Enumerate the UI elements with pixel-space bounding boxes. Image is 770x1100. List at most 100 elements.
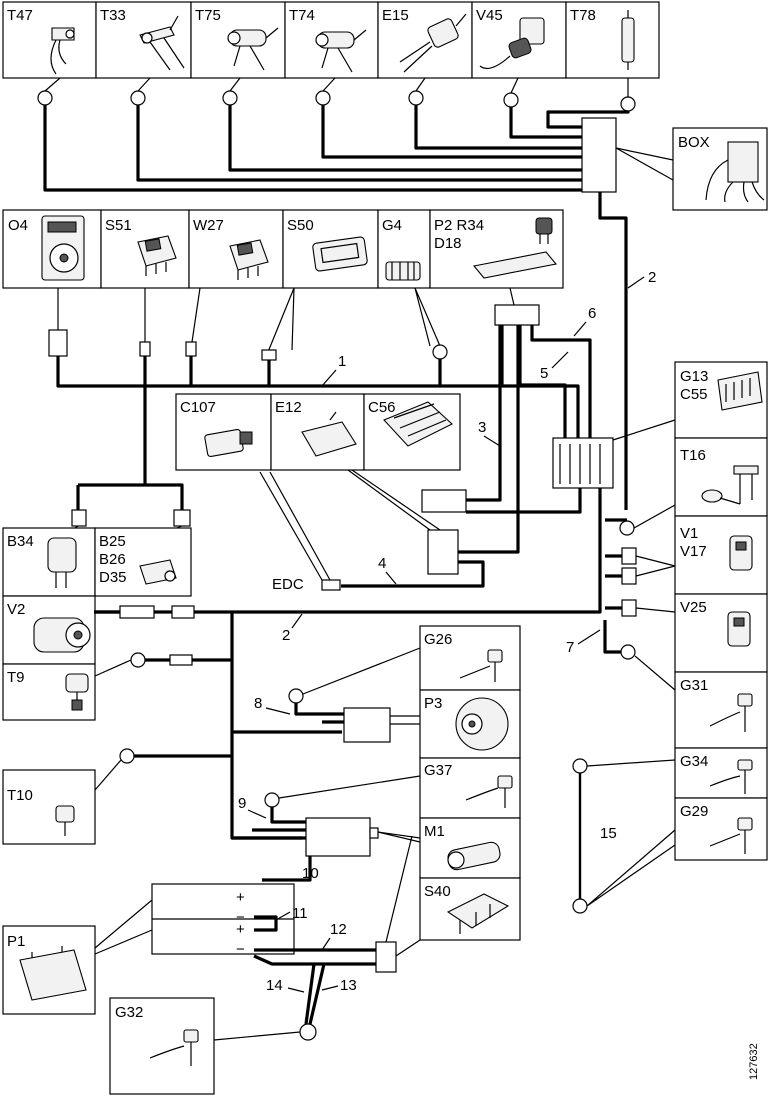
t47-box — [2, 1, 97, 79]
g29-connector — [572, 898, 588, 914]
g34-box — [674, 747, 768, 799]
wire-number-9: 9 — [238, 795, 246, 812]
g4-connector — [432, 344, 448, 360]
t9-label: T9 — [7, 669, 25, 686]
t75-label: T75 — [195, 7, 221, 24]
w27-switch-icon — [229, 239, 269, 280]
second-component-row: O4 S51 W27 S50 G4 P2 R34 D18 — [2, 209, 564, 289]
m1-connector — [305, 817, 371, 857]
e15-heater-icon — [399, 13, 467, 73]
wire-number-4: 4 — [378, 555, 386, 572]
c55-label: C55 — [680, 386, 708, 403]
e12-label: E12 — [275, 399, 302, 416]
g13-leader — [612, 419, 676, 441]
p2-relay-board-icon — [472, 217, 558, 279]
battery-section: + − + − 11 12 14 13 P1 G32 — [2, 835, 421, 1095]
t16-fuel-sender-icon — [701, 465, 759, 505]
wire-number-8: 8 — [254, 695, 262, 712]
figure-id: 127632 — [748, 1043, 760, 1080]
w27-label: W27 — [193, 217, 224, 234]
g32-box — [109, 997, 215, 1095]
g37-ground-bolt-icon — [465, 775, 513, 808]
wire-number-2-bottom: 2 — [282, 627, 290, 644]
module-a — [421, 489, 467, 513]
v45-valve-icon — [479, 17, 545, 69]
left-components: B34 B25 B26 D35 V2 T9 T10 — [2, 483, 232, 845]
module-b — [427, 529, 459, 575]
g31-ground-bolt-icon — [709, 693, 753, 732]
v25-connector — [621, 599, 637, 617]
box-module-icon — [705, 141, 765, 203]
battery-minus-2: − — [236, 941, 245, 958]
wire-number-13: 13 — [340, 977, 357, 994]
wire-number-1: 1 — [338, 353, 346, 370]
m1-label: M1 — [424, 823, 445, 840]
battery-minus-1: − — [236, 909, 245, 926]
central-wiring: EDC 4 2 — [94, 325, 614, 644]
g29-label: G29 — [680, 803, 708, 820]
edc-connector — [321, 579, 341, 591]
t9-inline-connector — [169, 654, 193, 666]
right-components: G13 C55 T16 V1 V17 V25 G31 G34 G29 — [566, 361, 768, 914]
g26-ground-bolt-icon — [459, 649, 503, 682]
center-lower-components: G26 P3 G37 M1 S40 8 — [232, 625, 521, 941]
s40-connector — [375, 941, 397, 973]
o4-label: O4 — [8, 217, 28, 234]
t10-box — [2, 769, 96, 845]
b34-label: B34 — [7, 533, 34, 550]
s51-switch-icon — [137, 235, 177, 276]
g37-connector — [264, 792, 280, 808]
wire-number-10: 10 — [302, 865, 319, 882]
g4-label: G4 — [382, 217, 402, 234]
v1-connector — [621, 547, 637, 565]
t75-connector — [222, 90, 238, 106]
g32-connector — [299, 1023, 317, 1041]
e15-connector — [408, 90, 424, 106]
ecu-leader-lines — [259, 469, 441, 581]
s50-connector — [261, 349, 277, 361]
v2-label: V2 — [7, 601, 25, 618]
b34-connector — [71, 509, 87, 527]
e12-control-unit-icon — [301, 411, 357, 457]
v25-box — [674, 593, 768, 673]
wire-number-2-top: 2 — [648, 269, 656, 286]
v2-compressor-icon — [33, 617, 91, 653]
t78-box — [565, 1, 660, 79]
p2-r34-label: P2 R34 — [434, 217, 484, 234]
e15-label: E15 — [382, 7, 409, 24]
t9-connector — [130, 652, 146, 668]
s40-switch-icon — [446, 893, 510, 934]
t9-pressure-switch-icon — [65, 673, 89, 711]
g37-label: G37 — [424, 762, 452, 779]
p1-label: P1 — [7, 933, 25, 950]
g26-box — [419, 625, 521, 691]
t33-connector — [130, 90, 146, 106]
t78-connector — [620, 96, 636, 112]
p3-alternator-icon — [455, 697, 509, 751]
v45-connector — [503, 92, 519, 108]
t47-sensor-icon — [50, 27, 75, 75]
s51-connector — [139, 341, 151, 357]
b25-horn-icon — [139, 559, 177, 585]
c107-connector-icon — [204, 428, 253, 458]
t33-label: T33 — [100, 7, 126, 24]
t16-label: T16 — [680, 447, 706, 464]
t74-connector — [315, 90, 331, 106]
p3-connector — [343, 707, 391, 743]
g31-label: G31 — [680, 677, 708, 694]
top-junction-box — [581, 117, 617, 193]
c56-label: C56 — [368, 399, 396, 416]
battery-plus-2: + — [236, 921, 245, 938]
wire-number-11: 11 — [292, 905, 308, 922]
b34-buzzer-icon — [47, 537, 77, 588]
wire-10 — [262, 856, 312, 882]
v17-connector — [621, 567, 637, 585]
t47-label: T47 — [7, 7, 33, 24]
p2-connector — [494, 304, 540, 326]
wire-number-6: 6 — [588, 305, 596, 322]
top-component-row: T47 T33 T75 T74 E15 V45 T78 — [2, 1, 660, 112]
p3-label: P3 — [424, 695, 442, 712]
v2-connector-b — [171, 605, 195, 619]
g26-label: G26 — [424, 631, 452, 648]
